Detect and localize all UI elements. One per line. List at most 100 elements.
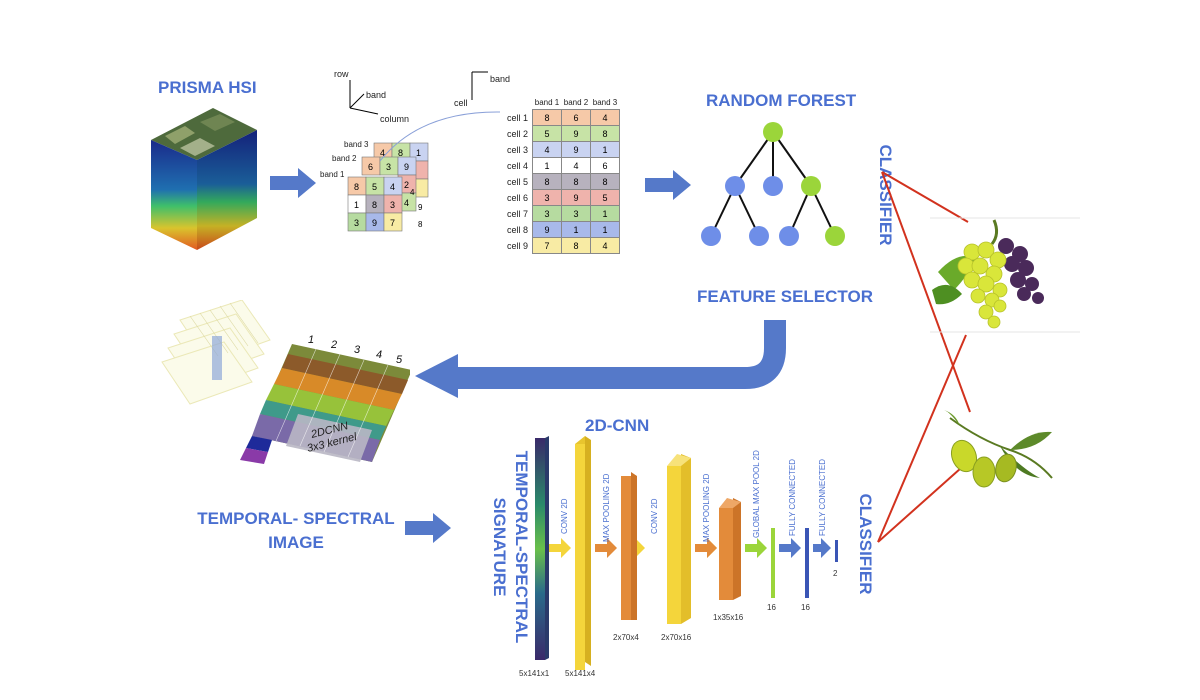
table-cell: 5 [532, 125, 562, 142]
table-cell: 5 [590, 189, 620, 206]
tree-leaf-node [701, 226, 721, 246]
olives-icon [944, 410, 1053, 488]
dim-label: 1x35x16 [713, 613, 744, 622]
grid-number: 1 [308, 334, 314, 346]
band1-label: band 1 [320, 170, 345, 179]
svg-text:3: 3 [386, 162, 391, 172]
dim-label: 2x70x4 [613, 633, 639, 642]
grid-number: 2 [330, 339, 337, 351]
dim-label: 16 [801, 603, 810, 612]
random-forest-tree [701, 122, 845, 246]
band1-grid: 8 5 4 1 8 3 3 9 7 9 8 4 [347, 176, 423, 232]
svg-text:4: 4 [380, 148, 385, 158]
svg-text:1: 1 [354, 200, 359, 210]
pool1-layer [621, 476, 631, 620]
svg-text:1: 1 [416, 148, 421, 158]
conv2-label: CONV 2D [650, 498, 659, 534]
table-cell: 1 [561, 221, 591, 238]
temporal-spectral-image-graphic: 2DCNN 3x3 kernel 1 2 3 4 5 [161, 300, 410, 464]
classification-links [877, 171, 1080, 543]
axis-row-label: row [334, 69, 349, 79]
table-cell: 8 [561, 237, 591, 254]
svg-text:9: 9 [372, 218, 377, 228]
cnn-architecture: CONV 2D MAX POOLING 2D CONV 2D MAX POOLI… [519, 436, 838, 678]
fc1-layer [805, 528, 809, 598]
table-cell: 1 [590, 141, 620, 158]
table-cell: 3 [532, 205, 562, 222]
table-cell: 3 [532, 189, 562, 206]
table-cell: 9 [561, 125, 591, 142]
gmp-layer [771, 528, 775, 598]
fc2-label: FULLY CONNECTED [818, 459, 827, 536]
table-cell: 8 [561, 173, 591, 190]
dim-label: 5x141x1 [519, 669, 550, 678]
kernel-window [286, 414, 372, 462]
table-cell: 8 [590, 125, 620, 142]
arrow-image-to-signature [405, 513, 451, 543]
tsi-title-line2: IMAGE [268, 533, 324, 552]
svg-text:3: 3 [390, 200, 395, 210]
grid-number: 4 [376, 349, 382, 361]
arrow-table-to-forest [645, 170, 691, 200]
row-label: cell 2 [506, 128, 528, 139]
table-cell: 9 [561, 141, 591, 158]
table-cell: 1 [590, 205, 620, 222]
svg-text:4: 4 [390, 182, 395, 192]
table-cell: 9 [532, 221, 562, 238]
svg-text:8: 8 [418, 220, 423, 229]
svg-text:8: 8 [354, 182, 359, 192]
tree-leaf-node [749, 226, 769, 246]
band3-label: band 3 [344, 140, 369, 149]
tree-node [763, 176, 783, 196]
axis-cell-label: cell [454, 98, 468, 108]
pool1-label: MAX POOLING 2D [602, 473, 611, 542]
fc1-label: FULLY CONNECTED [788, 459, 797, 536]
tree-node [801, 176, 821, 196]
input-signature-layer [535, 438, 545, 660]
table-cell: 4 [590, 237, 620, 254]
hsi-cube-image [151, 108, 257, 250]
band-stack-grids: 4 8 1 6 3 9 2 4 8 5 4 1 8 3 3 9 7 9 8 [320, 140, 429, 232]
row-label: cell 4 [506, 160, 528, 171]
dim-label: 16 [767, 603, 776, 612]
svg-text:3: 3 [354, 218, 359, 228]
row-label: cell 8 [506, 224, 528, 235]
svg-text:6: 6 [368, 162, 373, 172]
table-cell: 8 [590, 173, 620, 190]
axis-column-label: column [380, 114, 409, 124]
svg-text:4: 4 [410, 188, 415, 197]
svg-text:9: 9 [404, 162, 409, 172]
cnn-title: 2D-CNN [585, 416, 650, 435]
table-cell: 3 [561, 205, 591, 222]
grid-number: 3 [354, 344, 361, 356]
table-cell: 4 [590, 109, 620, 126]
tree-node [725, 176, 745, 196]
table-cell: 7 [532, 237, 562, 254]
svg-text:7: 7 [390, 218, 395, 228]
table-cell: 1 [590, 221, 620, 238]
table-header-band1: band 1 [534, 97, 560, 107]
arrow-feature-selector-back [415, 320, 786, 398]
gmp-label: GLOBAL MAX POOL 2D [752, 450, 761, 538]
tsi-title-line1: TEMPORAL- SPECTRAL [197, 509, 395, 528]
row-label: cell 9 [506, 240, 528, 251]
row-label: cell 3 [506, 144, 528, 155]
cell-band-axes: band cell [380, 71, 510, 162]
arrow-hsi-to-bands [270, 168, 316, 198]
table-header-band2: band 2 [563, 97, 589, 107]
conv2-layer [667, 466, 681, 624]
svg-text:4: 4 [404, 198, 409, 208]
row-label: cell 1 [506, 112, 528, 123]
svg-text:8: 8 [398, 148, 403, 158]
signature-line2: SIGNATURE [490, 497, 509, 597]
table-cell: 8 [532, 109, 562, 126]
table-cell: 4 [561, 157, 591, 174]
band2-label: band 2 [332, 154, 357, 163]
svg-text:2: 2 [404, 180, 409, 190]
dim-label: 2 [833, 569, 838, 578]
